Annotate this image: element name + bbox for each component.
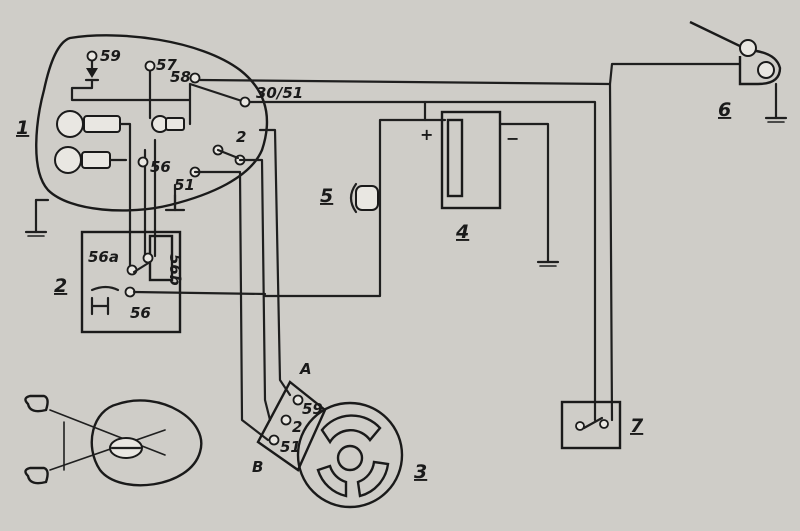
label-terminal-2-headlamp: 2 bbox=[236, 128, 246, 146]
label-terminal-51-headlamp: 51 bbox=[174, 176, 195, 194]
terminal-56-headlamp bbox=[137, 156, 149, 168]
terminal-56b bbox=[142, 252, 154, 264]
label-generator-a: A bbox=[299, 360, 312, 378]
headlamp-ground-icon bbox=[24, 230, 48, 237]
generator-icon bbox=[296, 401, 404, 509]
label-switch: 2 bbox=[54, 275, 67, 297]
label-horn: 5 bbox=[320, 185, 333, 207]
terminal-57 bbox=[144, 60, 156, 72]
label-battery-minus: − bbox=[506, 129, 519, 148]
tail-lamp-icon bbox=[689, 20, 788, 123]
label-terminal-56-headlamp: 56 bbox=[150, 158, 171, 176]
label-generator: 3 bbox=[414, 461, 427, 483]
label-terminal-58: 58 bbox=[170, 68, 191, 86]
wire-switch-horn bbox=[132, 290, 267, 296]
wire-battery-minus bbox=[498, 122, 550, 264]
terminal-30-51 bbox=[239, 96, 251, 108]
terminal-58 bbox=[189, 72, 201, 84]
battery-icon bbox=[440, 110, 502, 210]
battery-ground-icon bbox=[536, 260, 560, 267]
label-terminal-59-headlamp: 59 bbox=[100, 47, 121, 65]
wire-headlamp-to-generator-2 bbox=[238, 158, 272, 422]
high-beam-bulb-icon bbox=[56, 110, 121, 138]
label-battery: 4 bbox=[455, 221, 469, 243]
brake-switch-icon bbox=[560, 400, 622, 450]
horn-icon bbox=[349, 182, 379, 214]
label-brake-switch: 7 bbox=[630, 415, 644, 437]
headlight-beam-sketch bbox=[24, 394, 203, 487]
ignition-contact bbox=[216, 148, 240, 160]
label-terminal-59-generator: 59 bbox=[302, 400, 323, 418]
switch-contact bbox=[132, 260, 152, 274]
label-battery-plus: + bbox=[420, 125, 433, 144]
label-terminal-57: 57 bbox=[156, 56, 177, 74]
label-headlamp: 1 bbox=[16, 117, 29, 139]
diode-icon bbox=[84, 68, 100, 82]
headlamp-housing bbox=[35, 34, 269, 212]
label-terminal-2-generator: 2 bbox=[292, 418, 302, 436]
terminal-51-generator bbox=[268, 434, 280, 446]
terminal-2-generator bbox=[280, 414, 292, 426]
terminal-59-headlamp bbox=[86, 50, 98, 62]
terminal-59-generator bbox=[292, 394, 304, 406]
label-terminal-56b: 56b bbox=[166, 254, 184, 286]
headlamp-internal-wires bbox=[70, 56, 247, 232]
label-tail-lamp: 6 bbox=[718, 99, 731, 121]
wire-tail-upper bbox=[608, 62, 742, 86]
label-generator-b: B bbox=[252, 458, 263, 476]
label-terminal-30-51: 30/51 bbox=[256, 84, 303, 102]
low-beam-bulb-icon bbox=[54, 146, 111, 174]
light-switch-box bbox=[80, 230, 182, 334]
label-terminal-56-switch: 56 bbox=[130, 304, 151, 322]
horn-button-icon bbox=[90, 285, 120, 316]
parking-bulb-icon bbox=[151, 115, 185, 133]
generator-terminal-block bbox=[256, 380, 327, 472]
label-terminal-56a: 56a bbox=[88, 248, 119, 266]
wire-horn bbox=[263, 118, 427, 298]
label-terminal-51-generator: 51 bbox=[280, 438, 301, 456]
wire-headlamp-to-generator-59 bbox=[258, 128, 292, 397]
wire-to-tail-lamp bbox=[248, 100, 597, 422]
wire-headlamp-to-generator-51 bbox=[193, 170, 270, 442]
